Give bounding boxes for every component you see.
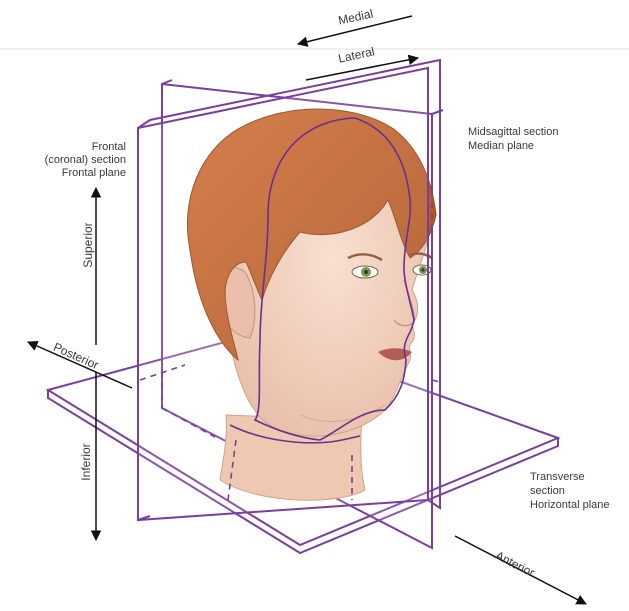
- frontal-label-line3: Frontal plane: [20, 167, 126, 180]
- frontal-label-line2: (coronal) section: [20, 154, 126, 167]
- transverse-label-line2: section: [530, 484, 610, 498]
- transverse-section-label: Transverse section Horizontal plane: [530, 470, 610, 512]
- midsagittal-label-line1: Midsagittal section: [468, 125, 559, 139]
- transverse-label-line3: Horizontal plane: [530, 498, 610, 512]
- superior-label: Superior: [81, 215, 95, 275]
- midsagittal-section-label: Midsagittal section Median plane: [468, 125, 559, 153]
- transverse-label-line1: Transverse: [530, 470, 610, 484]
- frontal-section-label: Frontal (coronal) section Frontal plane: [20, 141, 126, 180]
- inferior-label: Inferior: [79, 432, 93, 492]
- midsagittal-label-line2: Median plane: [468, 139, 559, 153]
- frontal-label-line1: Frontal: [20, 141, 126, 154]
